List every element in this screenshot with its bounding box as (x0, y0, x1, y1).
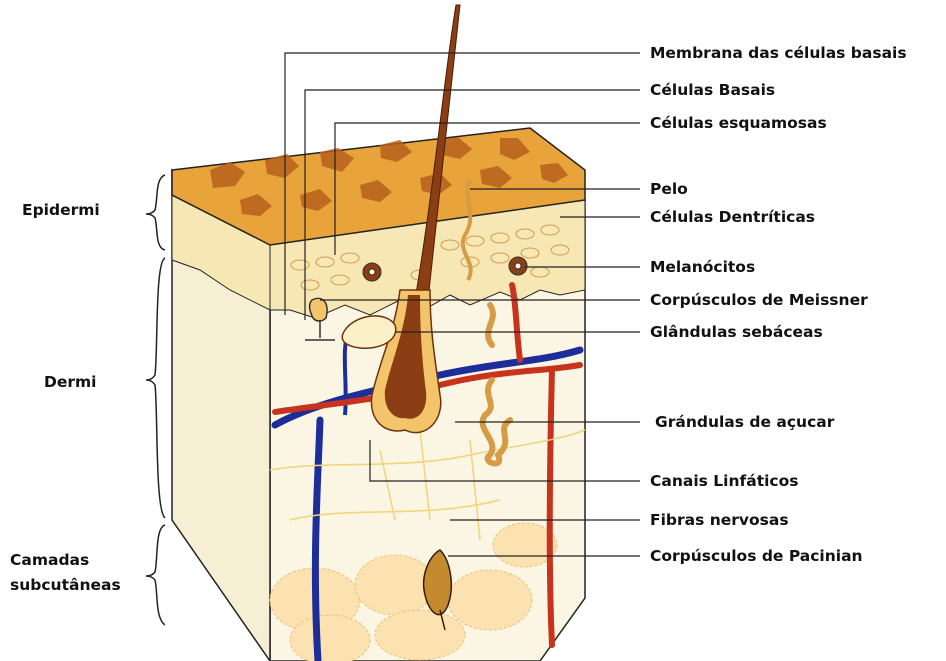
brace-subcutaneous (146, 525, 165, 625)
skin-block (172, 5, 585, 661)
label-sweat-glands: Grándulas de açucar (655, 413, 834, 431)
label-basal-cells: Células Basais (650, 81, 775, 99)
label-subcutaneous-line1: Camadas (10, 550, 89, 570)
brace-epidermis (146, 175, 165, 250)
side-braces (146, 175, 165, 625)
label-pacinian: Corpúsculos de Pacinian (650, 547, 863, 565)
label-dermis: Dermi (44, 372, 97, 392)
label-meissner: Corpúsculos de Meissner (650, 291, 868, 309)
label-epidermis: Epidermi (22, 200, 100, 220)
label-melanocytes: Melanócitos (650, 258, 755, 276)
brace-dermis (146, 258, 165, 518)
label-subcutaneous-line2: subcutâneas (10, 575, 121, 595)
label-hair: Pelo (650, 180, 688, 198)
label-lymphatic: Canais Linfáticos (650, 472, 798, 490)
label-nerve-fibers: Fibras nervosas (650, 511, 789, 529)
label-squamous-cells: Células esquamosas (650, 114, 827, 132)
label-dendritic-cells: Células Dentríticas (650, 208, 815, 226)
label-sebaceous: Glândulas sebáceas (650, 323, 823, 341)
label-basal-membrane: Membrana das células basais (650, 44, 907, 62)
